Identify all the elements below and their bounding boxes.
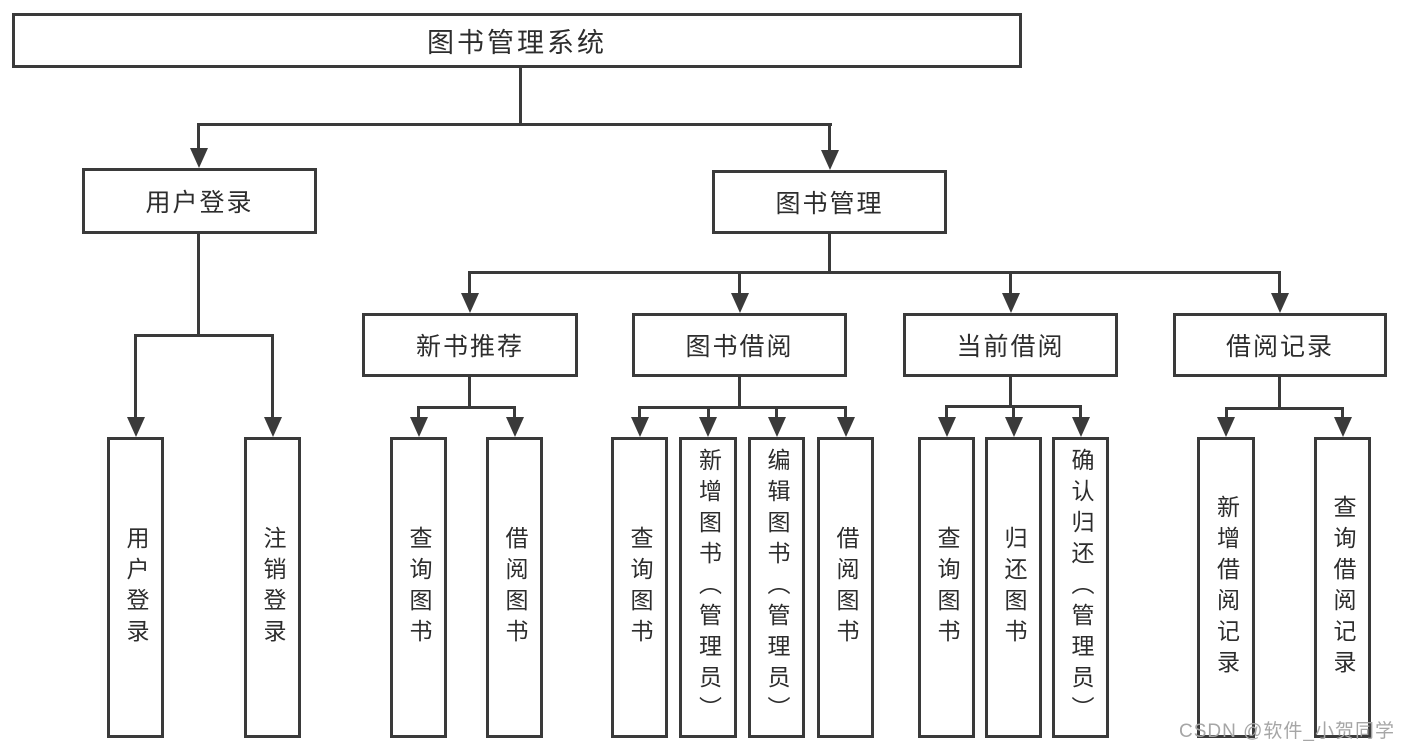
- leaf-label: 新增借阅记录: [1213, 494, 1240, 681]
- arrow-down-icon: [731, 293, 749, 313]
- line: [134, 334, 274, 337]
- line: [1225, 407, 1344, 410]
- line: [1009, 271, 1012, 295]
- node-current-borrowing: 当前借阅: [903, 313, 1118, 377]
- line: [828, 123, 831, 152]
- node-label: 图书管理: [775, 190, 884, 218]
- node-book-management: 图书管理: [712, 170, 947, 234]
- line: [519, 66, 522, 126]
- node-label: 新书推荐: [415, 333, 524, 361]
- line: [638, 406, 641, 419]
- line: [134, 334, 137, 419]
- line: [468, 377, 471, 409]
- line: [1012, 405, 1015, 419]
- line: [1278, 377, 1281, 410]
- leaf-label: 编辑图书（管理员）: [764, 448, 790, 727]
- arrow-down-icon: [127, 417, 145, 437]
- arrow-down-icon: [837, 417, 855, 437]
- line: [417, 406, 420, 419]
- csdn-watermark: CSDN @软件_小贺同学: [1179, 721, 1395, 742]
- arrow-down-icon: [1334, 417, 1352, 437]
- node-library-management-system: 图书管理系统: [12, 13, 1022, 68]
- leaf-edit-books-admin: 编辑图书（管理员）: [748, 437, 805, 738]
- line: [513, 406, 516, 419]
- node-label: 图书借阅: [685, 333, 794, 361]
- arrow-down-icon: [1271, 293, 1289, 313]
- node-new-book-recommendation: 新书推荐: [362, 313, 578, 377]
- leaf-borrow-books-recommend: 借阅图书: [486, 437, 543, 738]
- arrow-down-icon: [821, 150, 839, 170]
- leaf-label: 查询图书: [627, 525, 653, 650]
- node-label: 用户登录: [145, 189, 254, 217]
- leaf-borrow-books: 借阅图书: [817, 437, 874, 738]
- leaf-query-books-borrowing: 查询图书: [611, 437, 668, 738]
- leaf-label: 新增图书（管理员）: [695, 448, 722, 727]
- leaf-add-borrow-record: 新增借阅记录: [1197, 437, 1255, 738]
- arrow-down-icon: [1002, 293, 1020, 313]
- arrow-down-icon: [1072, 417, 1090, 437]
- leaf-label: 借阅图书: [833, 525, 859, 650]
- arrow-down-icon: [1005, 417, 1023, 437]
- line: [1009, 377, 1012, 408]
- line: [197, 234, 200, 337]
- leaf-return-books: 归还图书: [985, 437, 1042, 738]
- line: [1341, 407, 1344, 419]
- leaf-label: 注销登录: [260, 525, 286, 650]
- line: [468, 271, 1281, 274]
- arrow-down-icon: [699, 417, 717, 437]
- leaf-label: 查询图书: [406, 525, 432, 650]
- line: [197, 123, 200, 152]
- leaf-label: 借阅图书: [502, 525, 528, 650]
- leaf-label: 确认归还（管理员）: [1068, 448, 1094, 727]
- leaf-confirm-return-admin: 确认归还（管理员）: [1052, 437, 1109, 738]
- leaf-user-login: 用户登录: [107, 437, 164, 738]
- line: [844, 406, 847, 419]
- node-borrowing-records: 借阅记录: [1173, 313, 1387, 377]
- arrow-down-icon: [768, 417, 786, 437]
- node-book-borrowing: 图书借阅: [632, 313, 847, 377]
- arrow-down-icon: [938, 417, 956, 437]
- line: [945, 405, 948, 419]
- leaf-label: 归还图书: [1001, 525, 1027, 650]
- arrow-down-icon: [410, 417, 428, 437]
- line: [775, 406, 778, 419]
- arrow-down-icon: [190, 148, 208, 168]
- line: [638, 406, 847, 409]
- node-label: 借阅记录: [1225, 333, 1334, 361]
- leaf-logout: 注销登录: [244, 437, 301, 738]
- leaf-query-books-recommend: 查询图书: [390, 437, 447, 738]
- line: [1278, 271, 1281, 295]
- arrow-down-icon: [631, 417, 649, 437]
- node-label: 图书管理系统: [427, 28, 607, 58]
- line: [417, 406, 516, 409]
- node-user-login: 用户登录: [82, 168, 317, 234]
- leaf-query-borrow-record: 查询借阅记录: [1314, 437, 1371, 738]
- line: [707, 406, 710, 419]
- line: [1079, 405, 1082, 419]
- leaf-label: 用户登录: [123, 525, 149, 650]
- line: [828, 234, 831, 274]
- line: [271, 334, 274, 419]
- line: [1225, 407, 1228, 419]
- arrow-down-icon: [506, 417, 524, 437]
- arrow-down-icon: [1217, 417, 1235, 437]
- leaf-query-books-current: 查询图书: [918, 437, 975, 738]
- leaf-add-books-admin: 新增图书（管理员）: [679, 437, 737, 738]
- line: [468, 271, 471, 295]
- arrow-down-icon: [461, 293, 479, 313]
- leaf-label: 查询借阅记录: [1330, 494, 1356, 681]
- leaf-label: 查询图书: [934, 525, 960, 650]
- line: [738, 271, 741, 295]
- line: [738, 377, 741, 409]
- arrow-down-icon: [264, 417, 282, 437]
- node-label: 当前借阅: [956, 333, 1065, 361]
- line: [197, 123, 832, 126]
